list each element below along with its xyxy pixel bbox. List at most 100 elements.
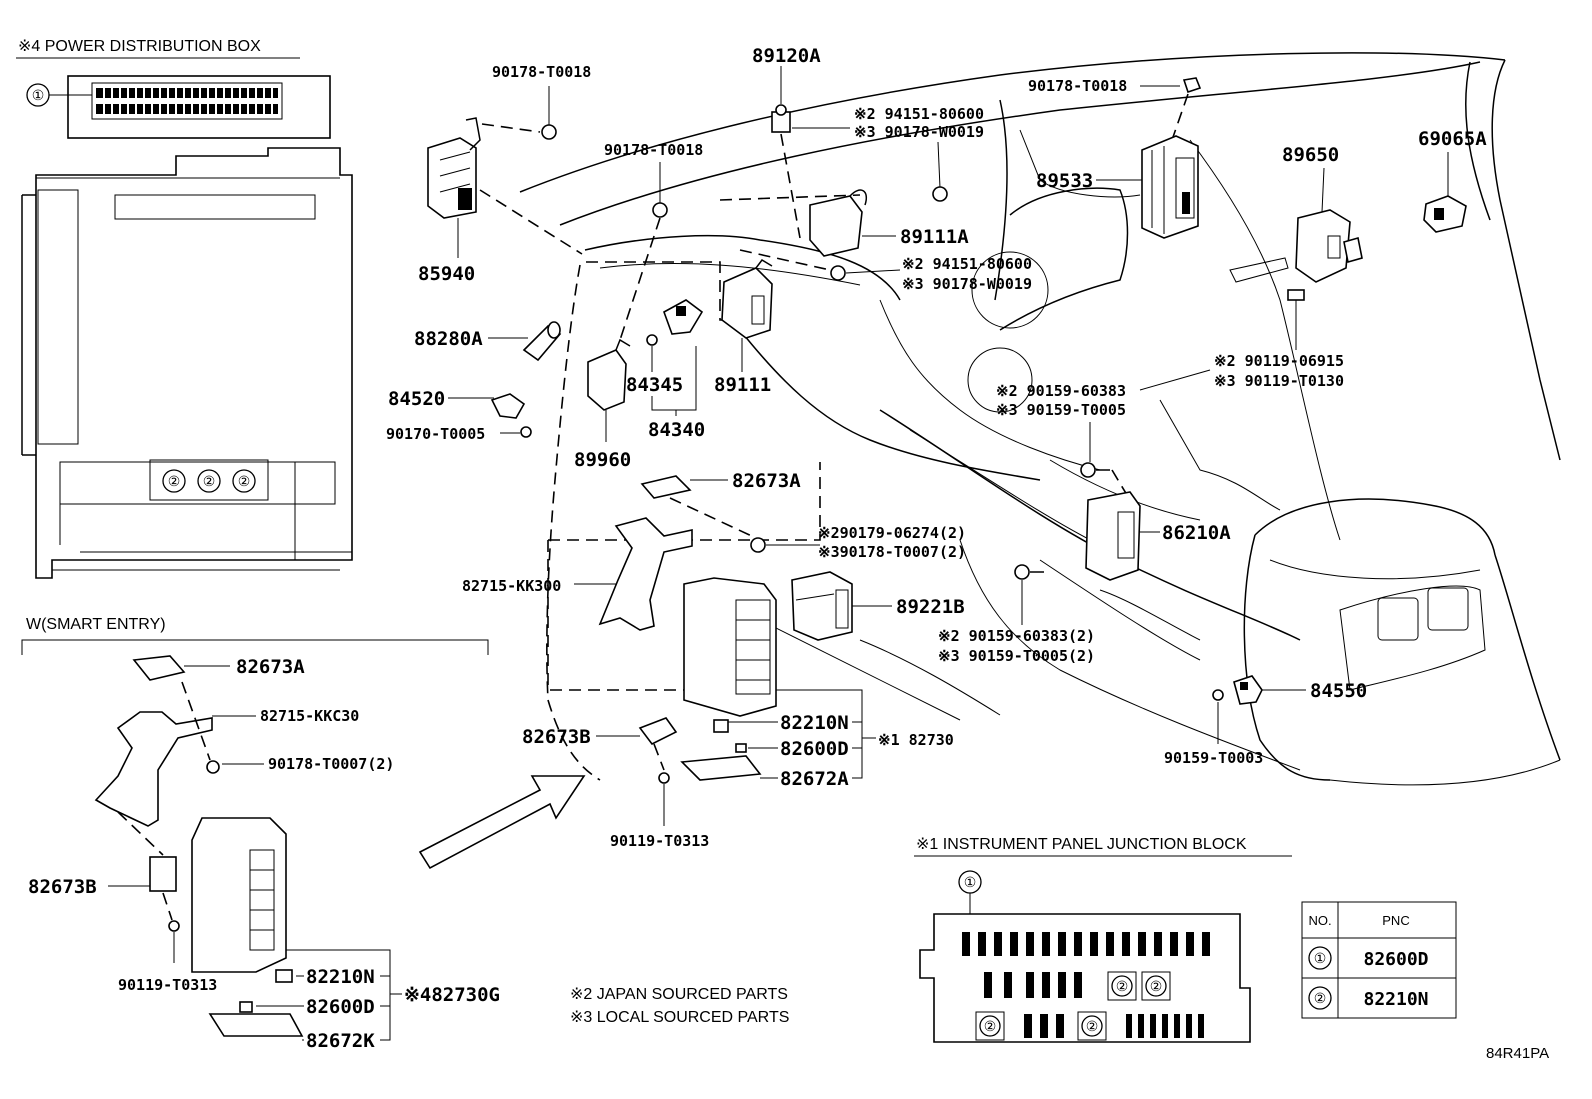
label-90178-t0018-b: 90178-T0018	[604, 141, 703, 159]
relay-85940	[427, 117, 481, 219]
bracket-82715-kkc30	[94, 711, 213, 827]
switch-84345	[663, 299, 704, 335]
label-89111: 89111	[714, 374, 771, 396]
switch-84520	[490, 393, 526, 419]
clip-84345	[646, 334, 658, 346]
power-box-header: ※4 POWER DISTRIBUTION BOX	[18, 38, 261, 55]
label-82730: ※1 82730	[878, 731, 954, 749]
bolt-90159-t0003	[1212, 689, 1224, 701]
pnc-table-row-no: ②	[1314, 990, 1327, 1006]
label-82730g: ※482730G	[404, 984, 500, 1006]
ecu-89650	[1295, 209, 1363, 283]
callout-1-label: ①	[32, 87, 45, 103]
pnc-table: NO. PNC ① 82600D ② 82210N	[1301, 901, 1457, 1019]
label-84340: 84340	[648, 419, 705, 441]
bolt-90119-t0313-se	[168, 920, 180, 932]
label-82672k: 82672K	[306, 1030, 375, 1052]
bracket-82673a-se	[132, 655, 186, 681]
label-90159-t0005-b: ※3 90159-T0005(2)	[938, 647, 1095, 665]
label-82600d-se: 82600D	[306, 996, 375, 1018]
junction-relays: ② ② ② ②	[975, 971, 1171, 1041]
label-90119-t0313-main: 90119-T0313	[610, 832, 709, 850]
ecu-89221b	[791, 571, 853, 641]
ecu-86210a	[1085, 491, 1141, 581]
label-82715-kk300: 82715-KK300	[462, 577, 561, 595]
label-84520: 84520	[388, 388, 445, 410]
pnc-table-row-no: ①	[1314, 950, 1327, 966]
ecu-89533	[1141, 135, 1199, 239]
label-89650: 89650	[1282, 144, 1339, 166]
relay-82600d-se	[239, 1001, 253, 1013]
power-distribution-box-section: ※4 POWER DISTRIBUTION BOX ①	[16, 38, 353, 579]
label-85940: 85940	[418, 263, 475, 285]
label-90159-t0005-a: ※3 90159-T0005	[996, 401, 1126, 419]
junction-fuses-row1	[962, 932, 1210, 956]
pnc-table-header-no: NO.	[1308, 913, 1331, 928]
junction-fuses-row2	[984, 972, 1082, 998]
label-90119-t0130: ※3 90119-T0130	[1214, 372, 1344, 390]
nut-90178-t0007-se	[206, 760, 220, 774]
callout-2-label: ②	[203, 473, 216, 489]
fuse-rows	[96, 88, 278, 114]
junction-block-82730	[680, 577, 777, 781]
callout-2-label: ②	[1116, 978, 1129, 994]
label-82600d-main: 82600D	[780, 738, 849, 760]
label-88280a: 88280A	[414, 328, 483, 350]
label-90159-t0003: 90159-T0003	[1164, 749, 1263, 767]
callout-2-label: ②	[168, 473, 181, 489]
nut-90178-w0019-a	[932, 186, 948, 202]
label-90179-06274: ※290179-06274(2)	[818, 524, 966, 542]
nut-90170-t0005	[520, 426, 532, 438]
label-82210n-main: 82210N	[780, 712, 849, 734]
label-82715-kkc30: 82715-KKC30	[260, 707, 359, 725]
bracket-82673a-main	[640, 475, 692, 499]
sensor-89111	[721, 259, 773, 339]
bolt-90159-60383-b	[1014, 564, 1044, 580]
nut-90179-06274	[750, 537, 766, 553]
bolt-90119-t0313-main	[658, 772, 670, 784]
label-90178-w0019-a: ※3 90178-W0019	[854, 123, 984, 141]
label-90178-t0007-se: 90178-T0007(2)	[268, 755, 394, 773]
junction-block-header: ※1 INSTRUMENT PANEL JUNCTION BLOCK	[916, 836, 1247, 853]
label-82210n-se: 82210N	[306, 966, 375, 988]
callout-2-label: ②	[1086, 1018, 1099, 1034]
pnc-table-row-pnc: 82210N	[1363, 989, 1428, 1010]
relay-88280a	[522, 321, 562, 362]
bracket-82673b-main	[638, 717, 678, 746]
power-box-body	[21, 147, 353, 579]
callout-1-label: ①	[964, 874, 977, 890]
pnc-table-row-pnc: 82600D	[1363, 949, 1428, 970]
smart-entry-section: W(SMART ENTRY) 82673A 82715-KKC30 90178-…	[21, 616, 500, 1052]
bracket-82673b-se	[149, 856, 177, 892]
label-84345: 84345	[626, 374, 683, 396]
nut-90178-t0018-a	[541, 124, 557, 140]
switch-69065a	[1423, 195, 1467, 233]
label-82673b-main: 82673B	[522, 726, 591, 748]
label-90178-t0018-a: 90178-T0018	[492, 63, 591, 81]
power-box-relays: ② ② ②	[162, 469, 256, 493]
bolt-90119-06915	[1287, 289, 1305, 301]
label-90178-t0007-main: ※390178-T0007(2)	[818, 543, 966, 561]
sensor-89960	[587, 338, 631, 411]
label-82672a: 82672A	[780, 768, 849, 790]
label-82673a-se: 82673A	[236, 656, 305, 678]
nut-90178-w0019-b	[830, 265, 846, 281]
dashboard-outline	[519, 52, 1561, 786]
callout-2-label: ②	[1150, 978, 1163, 994]
switch-84550	[1233, 675, 1263, 705]
relay-82210n-se	[275, 969, 293, 983]
label-94151-80600-b: ※2 94151-80600	[902, 255, 1032, 273]
note-japan-sourced: ※2 JAPAN SOURCED PARTS	[570, 986, 788, 1003]
direction-arrow	[418, 775, 586, 870]
junction-block-82730g	[191, 817, 287, 973]
label-90178-w0019-b: ※3 90178-W0019	[902, 275, 1032, 293]
label-69065a: 69065A	[1418, 128, 1487, 150]
note-local-sourced: ※3 LOCAL SOURCED PARTS	[570, 1009, 789, 1026]
label-90119-06915: ※2 90119-06915	[1214, 352, 1344, 370]
label-90170-t0005: 90170-T0005	[386, 425, 485, 443]
bracket-82715-kk300	[598, 517, 693, 631]
sensor-89120a	[771, 104, 791, 133]
cover-82672k	[208, 1013, 304, 1037]
label-90159-60383-b: ※2 90159-60383(2)	[938, 627, 1095, 645]
label-89111a: 89111A	[900, 226, 969, 248]
